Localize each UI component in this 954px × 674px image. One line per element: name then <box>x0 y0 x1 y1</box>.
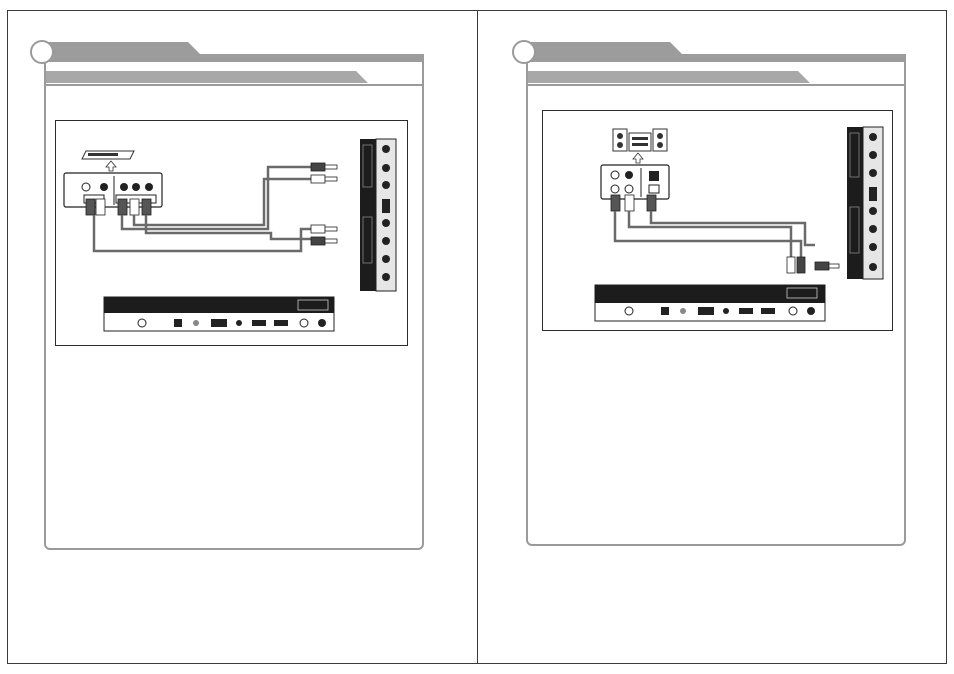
tv-bottom-panel <box>103 296 335 332</box>
receiver-plugs <box>610 194 657 212</box>
left-header-tab <box>44 42 424 62</box>
dvd-player-icon <box>81 150 135 172</box>
receiver-panel <box>600 164 670 200</box>
stereo-system-icon <box>612 128 668 164</box>
tv-rca-plugs <box>310 162 338 246</box>
left-chapter-circle <box>30 40 54 64</box>
right-subheader-bar <box>528 71 798 83</box>
left-header <box>28 40 428 90</box>
tv-side-panel <box>847 126 884 280</box>
right-header <box>510 40 910 90</box>
audio-cables <box>613 211 815 257</box>
audio-output-diagram <box>542 110 893 331</box>
av-connection-diagram <box>55 120 408 346</box>
tv-side-panel <box>360 138 397 292</box>
left-subheader-bar <box>46 71 356 83</box>
av-cables <box>92 165 311 253</box>
right-chapter-circle <box>512 40 536 64</box>
source-device-panel <box>63 172 163 208</box>
tv-bottom-panel <box>594 284 826 322</box>
right-header-tab <box>526 42 906 62</box>
tv-audio-plugs <box>786 256 840 274</box>
page-divider <box>477 10 478 664</box>
